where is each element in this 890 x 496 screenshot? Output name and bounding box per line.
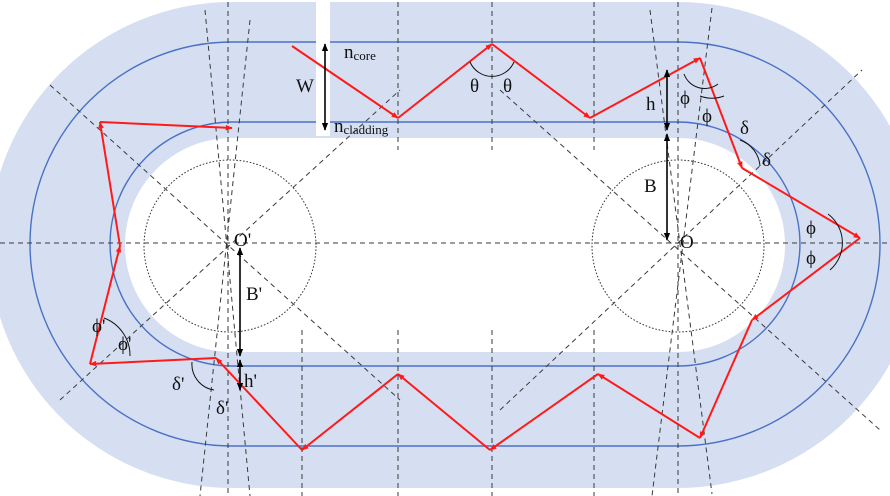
theta-left-label: θ — [470, 76, 479, 97]
phi-label-3: ϕ — [806, 218, 816, 239]
labels: ncore ncladding W θ θ h B O O' B' h' ϕ ϕ… — [92, 42, 816, 419]
phi-prime-label-2: ϕ' — [118, 334, 131, 355]
left-radial-dashed-lines — [49, 9, 401, 496]
b-prime-label: B' — [246, 284, 262, 305]
w-label: W — [296, 76, 314, 97]
phi-label-1: ϕ — [680, 88, 690, 109]
band-gap-overlay — [316, 30, 330, 130]
dimension-arrows — [236, 43, 671, 391]
angle-arcs — [103, 61, 843, 391]
left-dotted-circle — [143, 159, 317, 333]
n-cladding-label: ncladding — [334, 116, 389, 137]
theta-right-label: θ — [503, 76, 512, 97]
b-label: B — [644, 176, 657, 197]
o-prime-label: O' — [234, 230, 251, 251]
delta-label-1: δ — [740, 118, 749, 139]
phi-label-4: ϕ — [806, 248, 816, 269]
h-label: h — [646, 94, 656, 115]
h-prime-label: h' — [244, 371, 257, 392]
delta-label-2: δ — [762, 150, 771, 171]
o-label: O — [680, 232, 694, 253]
phi-prime-label-1: ϕ' — [92, 316, 105, 337]
ray-path — [89, 43, 861, 451]
delta-prime-label-2: δ' — [216, 398, 228, 419]
n-core-label: ncore — [344, 42, 376, 63]
delta-prime-label-1: δ' — [172, 374, 184, 395]
phi-label-2: ϕ — [702, 106, 712, 127]
